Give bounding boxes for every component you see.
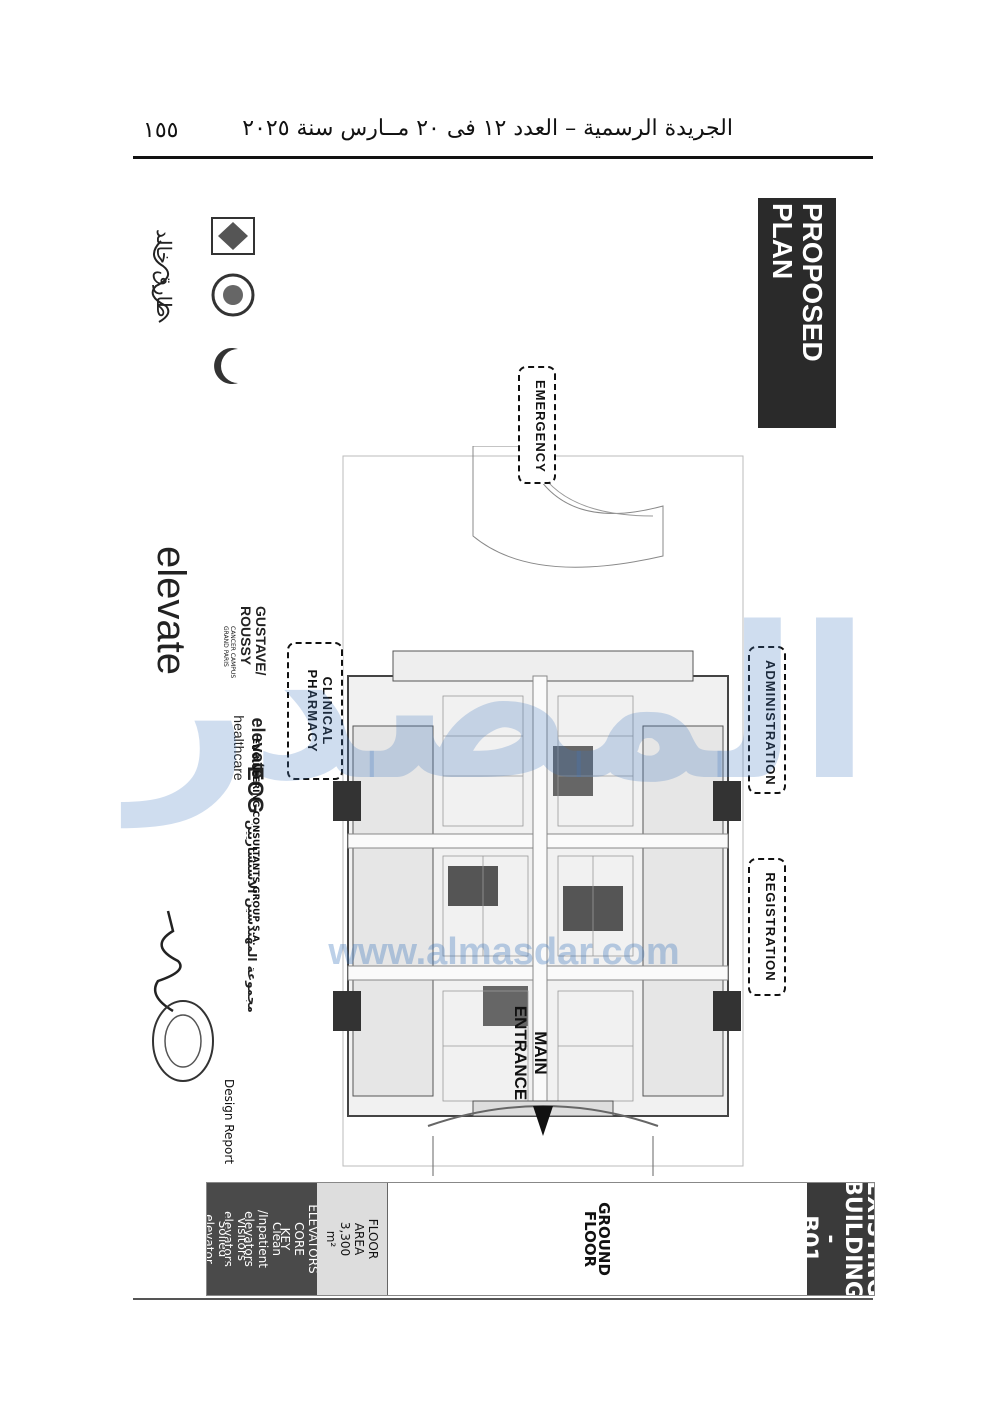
legend-visitors-elevators: Visitors elevators xyxy=(225,1183,246,1295)
legend-band: Soiled elevator Visitors elevators Clean… xyxy=(206,1182,875,1296)
eagle-emblem-icon xyxy=(211,217,255,255)
zone-tag-registration: REGISTRATION xyxy=(748,858,786,996)
title-text: PROPOSED PLAN xyxy=(767,203,828,433)
signature-top-icon xyxy=(151,240,170,323)
legend-ground-floor: GROUND FLOOR xyxy=(387,1183,808,1295)
design-report-label: Design Report xyxy=(222,1079,236,1165)
drawing-sheet: PROPOSED PLAN xyxy=(133,186,875,1300)
watermark-url: www.almasdar.com xyxy=(328,931,680,973)
legend-floor-area: FLOOR AREA 3,300 m² xyxy=(317,1183,388,1295)
crescent-logo-icon xyxy=(214,348,238,384)
legend-clean-inpatient: Clean /Inpatient elevators xyxy=(245,1183,282,1295)
page-header: ١٥٥ الجريدة الرسمية – العدد ١٢ فى ٢٠ مــ… xyxy=(133,112,873,159)
legend-elevators-core-key: ELEVATORS CORE KEY xyxy=(281,1183,318,1295)
signature-arabic: طارق خالد xyxy=(152,229,176,318)
title-line-1: PROPOSED xyxy=(797,203,828,362)
title-box: PROPOSED PLAN xyxy=(758,198,836,428)
title-line-2: PLAN xyxy=(767,203,798,280)
authority-seal-icon xyxy=(211,273,255,317)
legend-existing-building: EXISTING BUILDING - B01 xyxy=(807,1183,874,1295)
round-stamp-icon xyxy=(152,1000,214,1082)
page-number: ١٥٥ xyxy=(143,118,179,143)
floor-plan-drawing xyxy=(333,446,744,1176)
signature-bottom-icon xyxy=(153,910,182,1013)
legend-soiled-elevator: Soiled elevator xyxy=(207,1183,226,1295)
gazette-line: الجريدة الرسمية – العدد ١٢ فى ٢٠ مــارس … xyxy=(242,116,733,141)
zone-label-main-entrance: MAIN ENTRANCE xyxy=(511,1005,550,1101)
watermark-arabic: المصدر xyxy=(129,582,871,827)
zone-tag-emergency: EMERGENCY xyxy=(518,366,556,484)
